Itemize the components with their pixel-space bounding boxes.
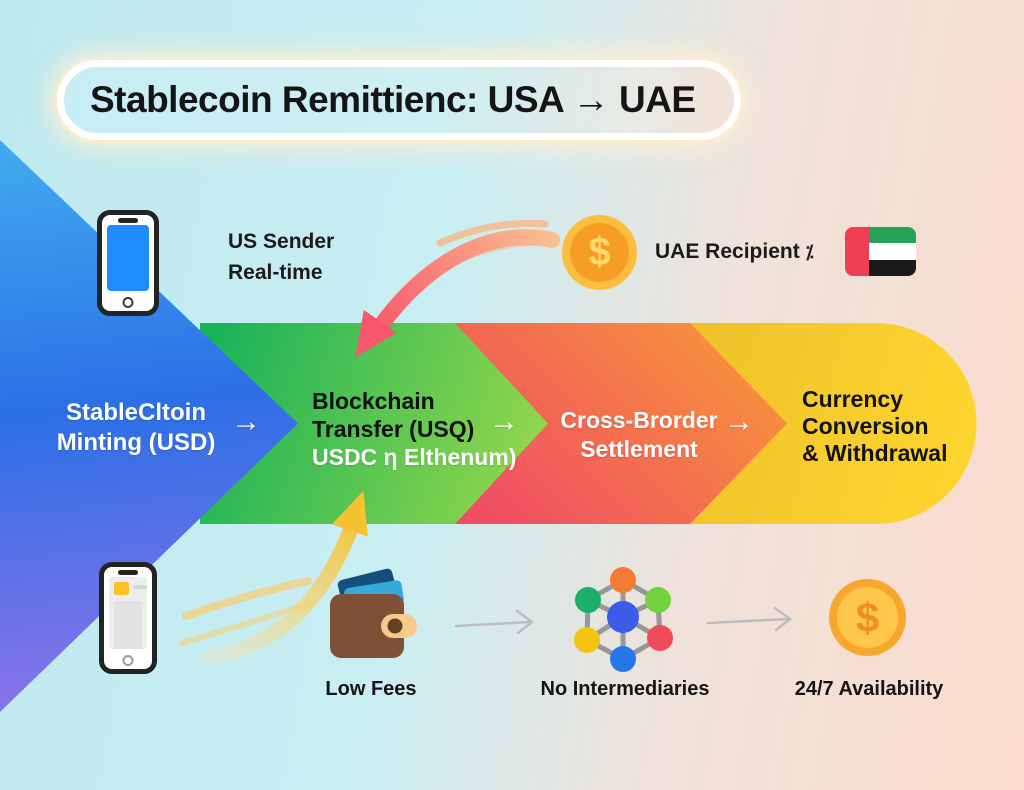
flag-black-band (869, 259, 916, 276)
phone-notch (118, 570, 138, 575)
phone-home-button (122, 655, 134, 666)
dollar-sign: $ (570, 223, 629, 282)
app-text-bar (133, 585, 147, 589)
sender-label-line2: Real-time (228, 261, 323, 284)
app-tile (114, 582, 129, 595)
wallet-icon (330, 568, 417, 658)
flow-arrow-1: → (231, 405, 261, 438)
benefit-label-low-fees: Low Fees (325, 678, 417, 700)
step-blockchain-transfer-shape (200, 323, 548, 524)
step-cross-border-shape (455, 323, 787, 524)
app-phone-icon (99, 562, 157, 674)
curved-arrow-up-icon (179, 490, 368, 666)
flow-arrow-3: → (724, 405, 754, 438)
recipient-coin-icon: $ (562, 215, 637, 290)
phone-screen (109, 577, 147, 649)
gray-arrow-icon (454, 609, 535, 635)
uae-flag-icon (845, 227, 916, 276)
app-content-block (114, 601, 142, 649)
benefit-label-no-intermediaries: No Intermediaries (540, 678, 710, 700)
flag-white-band (869, 243, 916, 260)
page-title: Stablecoin Remittienc: USA → UAE (90, 79, 696, 120)
step-label-currency-conversion: Currency Conversion & Withdrawal (802, 386, 948, 466)
title-banner: Stablecoin Remittienc: USA → UAE (57, 60, 741, 140)
curved-arrow-down-icon (354, 219, 560, 358)
sender-label: US Sender Real-time (228, 226, 334, 288)
step-label-stablecoin-minting: StableCltoin Minting (USD) (56, 399, 216, 456)
network-icon (574, 567, 673, 672)
sender-label-line1: US Sender (228, 230, 335, 253)
step-label-cross-border-settlement: Cross-Brorder Settlement (560, 407, 718, 462)
gray-arrow-icon (706, 606, 793, 632)
dollar-sign: $ (837, 587, 898, 648)
step-currency-conversion-shape (690, 323, 977, 524)
availability-coin-icon: $ (829, 579, 906, 656)
flag-red-band (845, 227, 869, 276)
phone-notch (118, 218, 138, 223)
sender-phone-icon (97, 210, 159, 316)
flag-green-band (869, 227, 916, 244)
recipient-label: UAE Recipient ⁒ (655, 240, 815, 263)
step-label-blockchain-transfer: Blockchain Transfer (USQ) USDC η Elthenu… (312, 388, 517, 470)
flow-arrow-2: → (489, 405, 519, 438)
recipient-glyph: ⁒ (805, 242, 815, 262)
step-stablecoin-minting-shape (0, 140, 298, 712)
benefit-label-availability: 24/7 Availability (794, 678, 944, 700)
phone-home-button (122, 297, 134, 308)
phone-screen (107, 225, 149, 291)
